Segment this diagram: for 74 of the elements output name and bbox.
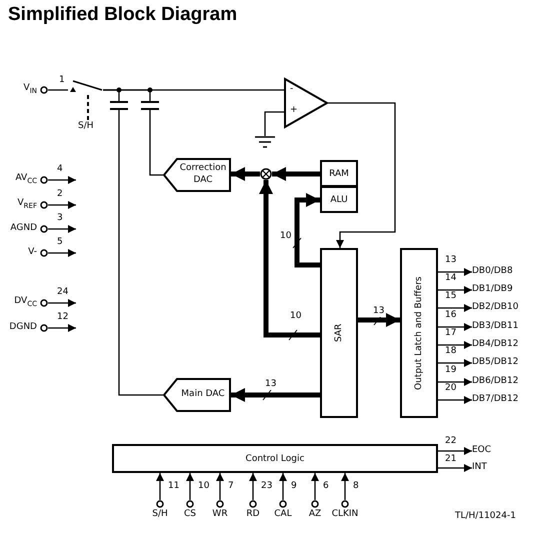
bus-arrow — [231, 167, 260, 181]
signal-name: DB4/DB12 — [472, 338, 534, 352]
connector-line — [264, 111, 284, 136]
input-sign: + — [290, 106, 298, 116]
diagram-title: Simplified Block Diagram — [8, 4, 238, 26]
signal-arrow — [341, 473, 349, 500]
signal-arrow — [48, 299, 76, 307]
bus-arrow — [272, 167, 320, 181]
signal-arrow — [156, 473, 164, 500]
signal-arrow — [48, 201, 76, 209]
pin-name: AGND — [10, 224, 37, 234]
bus-arrow — [231, 388, 320, 402]
signal-name: DB2/DB10 — [472, 301, 534, 315]
signal-arrow — [438, 286, 472, 294]
pin-name: AV$_{CC}$ — [15, 174, 37, 186]
signal-name: DB0/DB8 — [472, 265, 534, 279]
pin-name: V$_{REF}$ — [18, 199, 37, 211]
signal-arrow — [186, 473, 194, 500]
signal-arrow — [438, 323, 472, 331]
signal-arrow — [438, 464, 472, 472]
signal-arrow — [438, 447, 472, 455]
signal-arrow — [279, 473, 287, 500]
dac-block: Correction DAC — [163, 158, 231, 192]
pin-name: S/H — [152, 510, 168, 520]
signal-arrow — [438, 378, 472, 386]
pin-name: AZ — [308, 510, 322, 520]
signal-arrow — [438, 341, 472, 349]
pin-name: CS — [184, 510, 196, 520]
signal-arrow — [48, 324, 76, 332]
signal-name: DB7/DB12 — [472, 393, 534, 407]
signal-arrow — [48, 176, 76, 184]
pin-name: RD — [246, 510, 260, 520]
pin-number: 13 — [372, 307, 386, 317]
pin-name: CLKIN — [332, 510, 358, 520]
pin-name: CAL — [274, 510, 292, 520]
signal-arrow — [438, 359, 472, 367]
dac-block: Main DAC — [163, 378, 231, 412]
figure-code: TL/H/11024-1 — [455, 512, 516, 522]
connector-line — [103, 89, 151, 101]
pin-name: WR — [212, 510, 228, 520]
logic-block: RAM — [320, 160, 358, 187]
connector-line — [118, 110, 163, 396]
signal-name: S/H — [78, 120, 100, 133]
signal-name: DB1/DB9 — [472, 283, 534, 297]
logic-block: Control Logic — [112, 444, 438, 473]
signal-arrow — [328, 102, 396, 248]
logic-block: SAR — [320, 248, 358, 418]
signal-name: DB3/DB11 — [472, 320, 534, 334]
signal-arrow — [216, 473, 224, 500]
signal-arrow — [311, 473, 319, 500]
signal-arrow — [438, 396, 472, 404]
bus-arrow — [294, 193, 320, 268]
signal-name: INT — [472, 461, 506, 475]
signal-name: DB6/DB12 — [472, 375, 534, 389]
pin-name: V$_{IN}$ — [24, 84, 37, 96]
signal-arrow — [438, 268, 472, 276]
signal-name: EOC — [472, 444, 506, 458]
connector-line — [87, 92, 89, 120]
pin-name: DV$_{CC}$ — [14, 297, 37, 309]
pin-name: DGND — [9, 323, 37, 333]
signal-arrow — [48, 225, 76, 233]
input-sign: - — [290, 85, 294, 95]
logic-block: ALU — [320, 186, 358, 213]
bus-arrow — [358, 313, 400, 327]
bus-arrow — [259, 180, 320, 338]
pin-name: V- — [28, 248, 37, 258]
pin-number: 13 — [264, 380, 278, 390]
signal-arrow — [249, 473, 257, 500]
connector-line — [48, 89, 68, 91]
connector-line — [149, 110, 163, 176]
signal-name: DB5/DB12 — [472, 356, 534, 370]
signal-arrow — [48, 249, 76, 257]
logic-block: Output Latch and Buffers — [400, 248, 438, 418]
signal-arrow — [438, 304, 472, 312]
